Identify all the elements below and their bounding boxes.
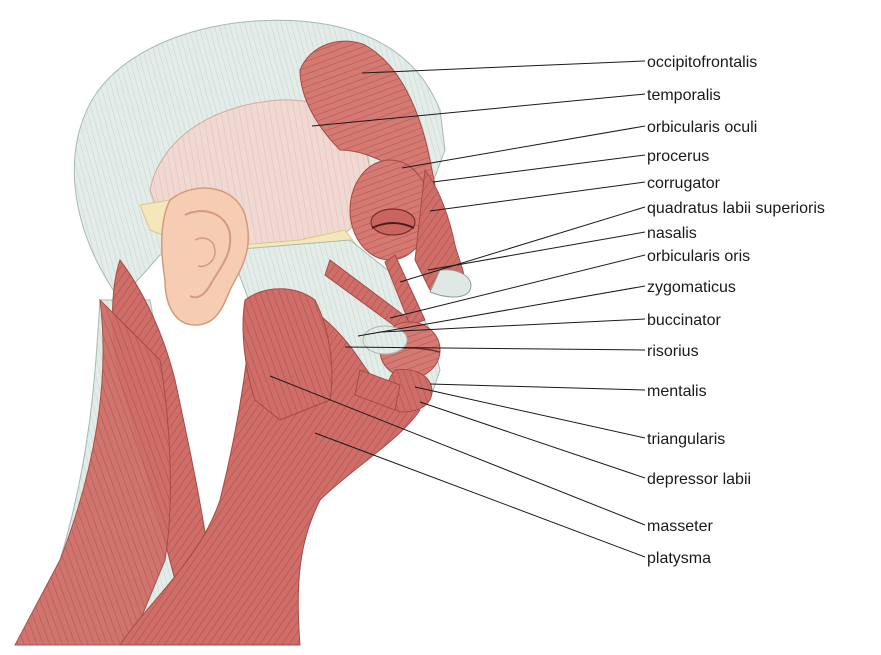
label-masseter: masseter: [647, 518, 713, 535]
label-risorius: risorius: [647, 343, 699, 360]
leader-corrugator: [430, 182, 645, 211]
label-buccinator: buccinator: [647, 312, 721, 329]
leader-triangularis: [415, 387, 645, 438]
label-orbicularis-oculi: orbicularis oculi: [647, 119, 757, 136]
label-occipitofrontalis: occipitofrontalis: [647, 54, 757, 71]
leader-nasalis: [428, 232, 645, 270]
label-mentalis: mentalis: [647, 383, 707, 400]
ear: [162, 188, 249, 325]
masseter-muscle: [243, 289, 332, 420]
buccinator-muscle: [363, 326, 407, 354]
label-nasalis: nasalis: [647, 225, 697, 242]
label-orbicularis-oris: orbicularis oris: [647, 248, 750, 265]
label-quadratus-labii-superioris: quadratus labii superioris: [647, 200, 825, 217]
label-corrugator: corrugator: [647, 175, 721, 192]
leader-procerus: [433, 155, 645, 182]
label-depressor-labii: depressor labii: [647, 471, 751, 488]
leader-platysma: [315, 433, 645, 557]
label-platysma: platysma: [647, 550, 711, 567]
label-zygomaticus: zygomaticus: [647, 279, 736, 296]
label-triangularis: triangularis: [647, 431, 725, 448]
trapezius-muscle: [15, 300, 170, 645]
label-procerus: procerus: [647, 148, 709, 165]
leader-mentalis: [430, 384, 645, 390]
label-temporalis: temporalis: [647, 87, 721, 104]
